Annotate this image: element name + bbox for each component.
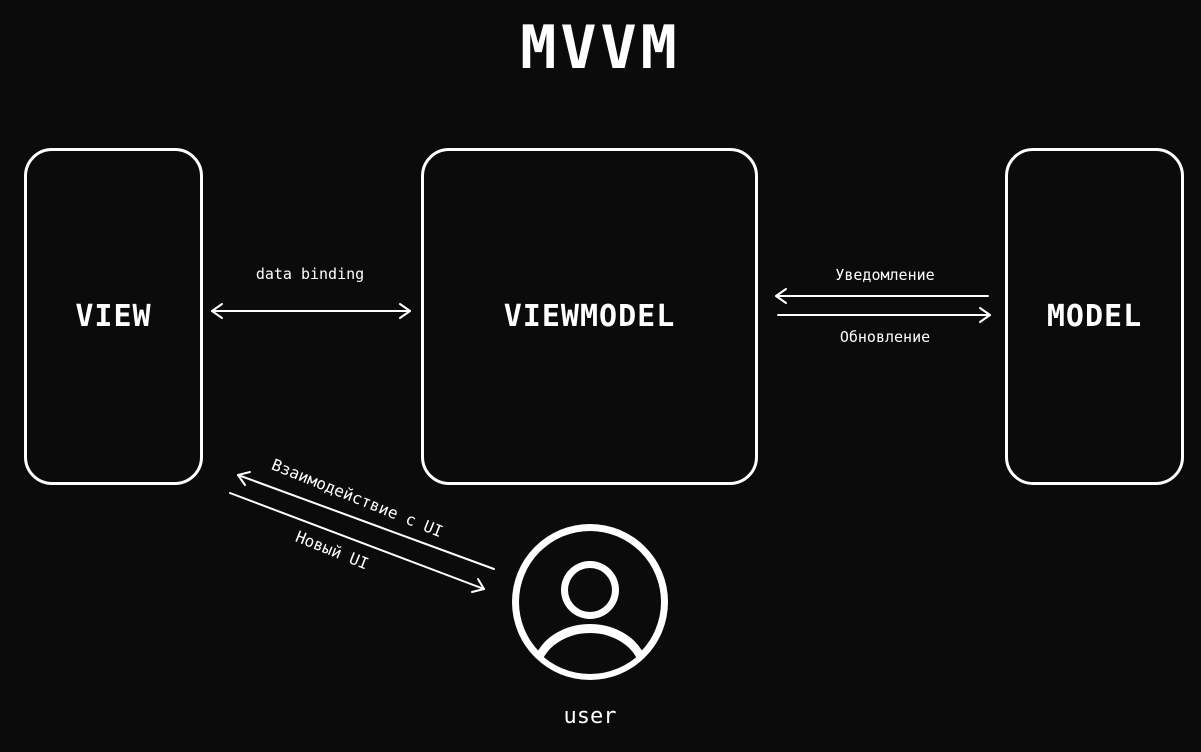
viewmodel-box: VIEWMODEL <box>421 148 758 485</box>
notify-arrow <box>775 288 989 304</box>
new-ui-arrow <box>229 492 485 593</box>
model-label: MODEL <box>1046 299 1143 334</box>
user-label: user <box>563 704 617 729</box>
viewmodel-label: VIEWMODEL <box>503 299 676 334</box>
notify-label: Уведомление <box>835 266 935 284</box>
interaction-arrow <box>237 471 495 570</box>
view-box: VIEW <box>24 148 203 485</box>
view-label: VIEW <box>75 299 152 334</box>
model-box: MODEL <box>1005 148 1184 485</box>
update-label: Обновление <box>839 328 931 346</box>
data-binding-label: data binding <box>255 265 365 283</box>
diagram-title: MVVM <box>520 13 681 83</box>
update-arrow <box>777 307 991 323</box>
data-binding-arrow <box>211 303 411 319</box>
user-icon <box>512 524 668 680</box>
